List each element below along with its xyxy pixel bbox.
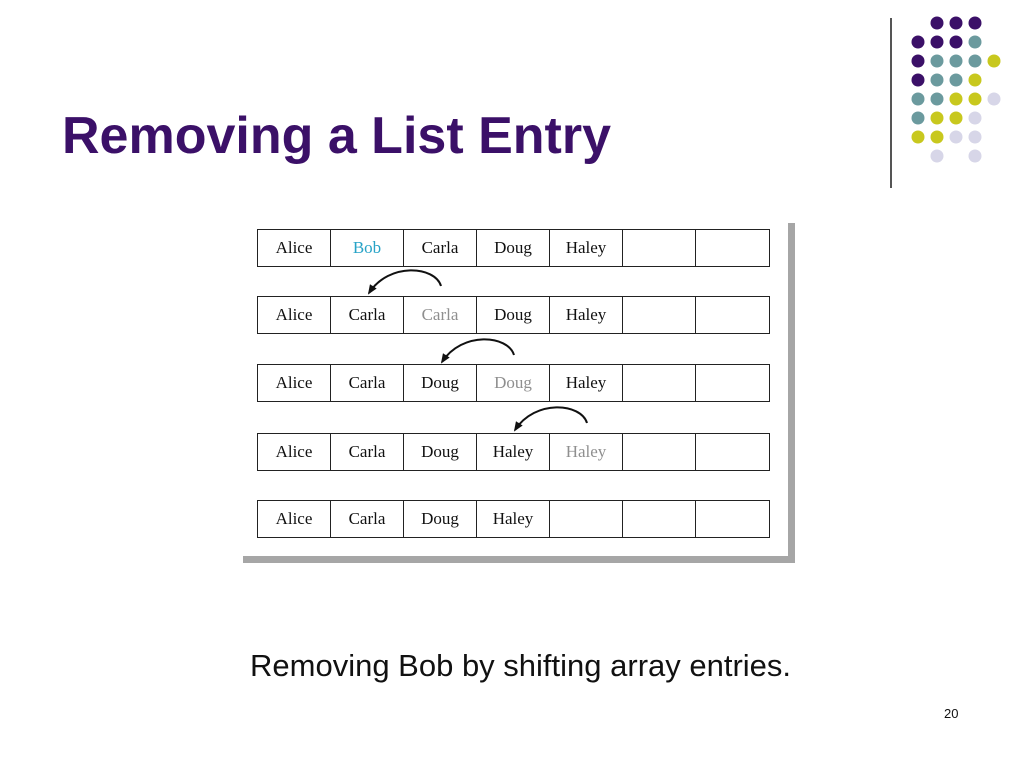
array-cell: Doug [404,434,477,470]
array-cell: Haley [550,434,623,470]
decorative-dot [930,54,944,68]
array-cell: Haley [477,434,550,470]
decorative-dot [911,92,925,106]
array-cell: Carla [404,230,477,266]
decorative-dot [949,54,963,68]
shift-arrows [367,269,588,432]
array-cell: Carla [331,297,404,333]
array-cell: Bob [331,230,404,266]
page-number: 20 [944,706,959,721]
decorative-dot [968,54,982,68]
decorative-dot [911,54,925,68]
array-cell: Alice [258,434,331,470]
decorative-dot [930,16,944,30]
array-cell: Haley [550,230,623,266]
decorative-divider-line [890,18,892,188]
decorative-dot [930,149,944,163]
array-cell: Haley [550,365,623,401]
array-cell [550,501,623,537]
array-cell: Alice [258,230,331,266]
array-cell [623,365,696,401]
array-cell: Doug [477,230,550,266]
array-cell: Carla [331,365,404,401]
decorative-dot [968,130,982,144]
decorative-dot [930,92,944,106]
slide-caption: Removing Bob by shifting array entries. [250,648,792,683]
array-cell: Doug [477,365,550,401]
decorative-dot [949,92,963,106]
array-cell: Carla [404,297,477,333]
shift-arrow [440,338,515,364]
decorative-dot [911,73,925,87]
decorative-dot [949,111,963,125]
decorative-dot [949,73,963,87]
array-cell: Carla [331,434,404,470]
decorative-dot [968,16,982,30]
decorative-dot [968,149,982,163]
decorative-dot [911,111,925,125]
decorative-dot [949,35,963,49]
array-cell: Alice [258,297,331,333]
decorative-dot-grid [911,16,1001,163]
decorative-dot [949,130,963,144]
shift-arrow [367,269,442,295]
slide-title: Removing a List Entry [62,107,611,165]
decorative-dot [968,111,982,125]
decorative-dot [930,73,944,87]
array-cell: Carla [331,501,404,537]
array-cell: Doug [404,501,477,537]
decorative-dot [968,35,982,49]
array-cell [623,297,696,333]
decorative-dot [987,92,1001,106]
decorative-dot [968,92,982,106]
decorative-dot [911,35,925,49]
array-cell: Haley [477,501,550,537]
decorative-dot [930,35,944,49]
array-cell: Alice [258,365,331,401]
array-cell: Doug [404,365,477,401]
decorative-dot [930,130,944,144]
decorative-dot [930,111,944,125]
shift-arrow [513,406,588,432]
array-cell: Doug [477,297,550,333]
decorative-dot [968,73,982,87]
array-cell [623,230,696,266]
decorative-dot [987,54,1001,68]
array-cell [623,501,696,537]
array-cell [623,434,696,470]
decorative-dot [911,130,925,144]
array-cell: Haley [550,297,623,333]
array-cell: Alice [258,501,331,537]
decorative-dot [949,16,963,30]
